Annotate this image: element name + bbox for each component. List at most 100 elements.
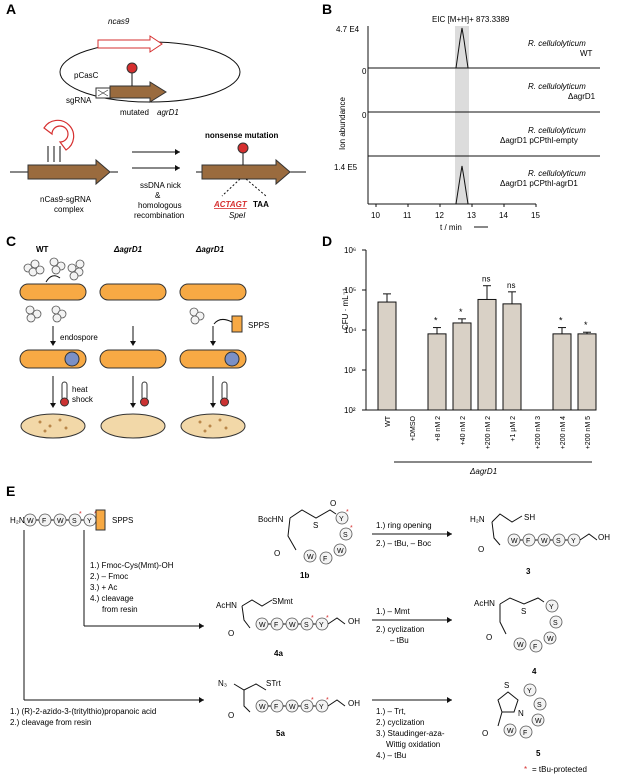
5-s: S <box>504 681 509 690</box>
complex-label-2: complex <box>54 205 84 214</box>
peptide-cluster-wt <box>23 257 85 323</box>
trace3-strain: ΔagrD1 pCPthl-empty <box>500 136 578 145</box>
cell-spps-top <box>179 283 247 301</box>
r5-2: 2.) cyclization <box>376 718 424 727</box>
step1-5: from resin <box>102 605 138 614</box>
amino-acid-label: W <box>289 622 296 629</box>
stop-icon <box>126 62 138 74</box>
r5-3: 3.) Staudinger-aza- <box>376 729 445 738</box>
tbu-star: * <box>311 697 314 704</box>
x-label-d: WT <box>385 415 392 427</box>
1b-chain <box>287 517 297 551</box>
dish-spps <box>180 413 246 439</box>
spps-arrow <box>213 318 233 325</box>
stop-icon-2 <box>237 142 249 154</box>
amino-acid-label: S <box>72 518 77 525</box>
amino-acid-label: Y <box>549 604 554 611</box>
trace4-strain: ΔagrD1 pCPthl-agrD1 <box>500 179 578 188</box>
ymax-2: 0 <box>362 67 367 76</box>
arrow-head-r5 <box>447 697 452 703</box>
amino-acid-circle <box>513 637 527 651</box>
mutated-label: mutated <box>120 108 149 117</box>
amino-acid-label: Y <box>339 516 344 523</box>
step1-2: 2.) – Fmoc <box>90 572 128 581</box>
tbu-star: * <box>79 511 82 518</box>
ylabel-d: CFU · mL⁻¹ <box>341 288 350 330</box>
5a-chain <box>243 690 251 713</box>
amino-acid-circle <box>319 551 333 565</box>
h2n-label: H₂N <box>10 516 25 525</box>
y-tick-label-d: 10⁶ <box>344 246 356 255</box>
1b-backbone <box>289 509 337 519</box>
resin-icon <box>95 509 106 531</box>
amino-acid-label: W <box>289 704 296 711</box>
amino-acid-label: F <box>526 538 530 545</box>
x-label-d: +1 µM 2 <box>510 416 517 442</box>
step5-1: 1.) (R)-2-azido-3-(tritylthio)propanoic … <box>10 707 156 716</box>
eic-title: EIC [M+H]+ 873.3389 <box>432 15 510 24</box>
amino-acid-label: W <box>307 554 314 561</box>
significance-label: ns <box>507 281 515 290</box>
amino-acid-label: Y <box>319 704 324 711</box>
r4-2: 2.) cyclization <box>376 625 424 634</box>
4-backbone <box>499 597 545 605</box>
down-arrows-c2 <box>50 376 216 408</box>
amino-acid-label: W <box>511 538 518 545</box>
ymax-4: 1.4 E5 <box>334 163 358 172</box>
label-5a: 5a <box>276 729 285 738</box>
tbu-star: * <box>350 525 353 532</box>
x-label-d: +8 nM 2 <box>435 416 442 442</box>
amino-acid-label: Y <box>87 518 92 525</box>
3-chain <box>491 521 501 546</box>
x-label-d: +200 nM 2 <box>485 416 492 449</box>
amino-acid-label: F <box>523 730 527 737</box>
secretion-arrow <box>45 275 61 283</box>
amino-acid-label: S <box>553 620 558 627</box>
tick-13: 13 <box>467 211 476 220</box>
seq-red: ACTAGT <box>213 200 248 209</box>
amino-acid-circle <box>549 615 563 629</box>
5-chain <box>497 711 503 727</box>
amino-acid-circle <box>529 639 543 653</box>
footnote: = tBu-protected <box>532 765 587 774</box>
1b-o2: O <box>274 549 280 558</box>
ach-4: AcHN <box>474 599 495 608</box>
complex-label-1: nCas9-sgRNA <box>40 195 92 204</box>
panel-b-label: B <box>322 1 332 17</box>
3-sh: SH <box>524 513 535 522</box>
tbu-star: * <box>326 615 329 622</box>
tbu-star: * <box>311 615 314 622</box>
significance-label: * <box>434 316 438 326</box>
4a-chain <box>241 605 251 629</box>
r4-3: – tBu <box>390 636 409 645</box>
homologous-label: homologous <box>138 201 182 210</box>
trace1-org: R. cellulolyticum <box>528 39 586 48</box>
amino-acid-label: W <box>517 642 524 649</box>
5-n: N <box>518 709 524 718</box>
amino-acid-circle <box>335 511 349 525</box>
down-arrows-c1 <box>50 326 216 346</box>
label-3: 3 <box>526 567 531 576</box>
thermometer-icon <box>60 381 229 407</box>
amino-acid-circle <box>543 631 557 645</box>
col-ko-spps: ΔagrD1 <box>195 245 225 254</box>
amino-acid-label: W <box>547 636 554 643</box>
amino-acid-label: W <box>27 518 34 525</box>
trace2-org: R. cellulolyticum <box>528 82 586 91</box>
amino-acid-label: S <box>304 704 309 711</box>
footnote-star: * <box>524 765 527 774</box>
group-label: ΔagrD1 <box>469 467 497 476</box>
step1-4: 4.) cleavage <box>90 594 134 603</box>
spei-label: SpeI <box>229 211 246 220</box>
amp-label: & <box>155 191 161 200</box>
amino-acid-label: S <box>537 702 542 709</box>
1b-ring: Y*S*WFW <box>303 509 353 565</box>
y-tick-label-d: 10⁵ <box>344 286 356 295</box>
arrow-4a <box>199 623 204 629</box>
cell-ko-top <box>99 283 167 301</box>
heat-label: heat <box>72 385 88 394</box>
amino-acid-label: F <box>274 622 278 629</box>
